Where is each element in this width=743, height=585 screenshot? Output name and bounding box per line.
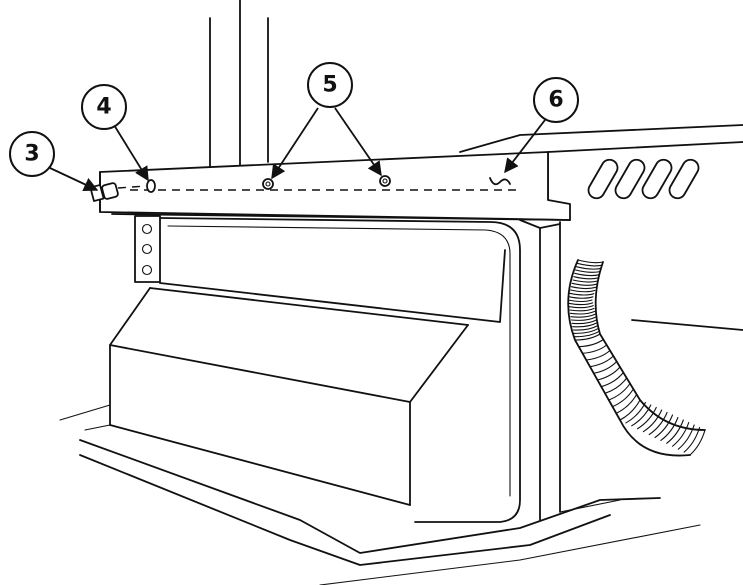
hose-ring (568, 302, 594, 306)
hose-ring (570, 286, 597, 290)
hose-ring (666, 419, 684, 444)
callout-4: 4 (81, 84, 127, 130)
hose-ring (571, 319, 598, 325)
hose-ring (573, 276, 599, 280)
side-bracket (134, 215, 161, 283)
hose-ring (589, 355, 614, 368)
hose-ring (569, 289, 596, 293)
hose-ring (648, 411, 668, 436)
hose-ring (575, 266, 602, 270)
hose-ring (615, 393, 638, 414)
callout-3: 3 (9, 131, 55, 177)
hose-ring (572, 279, 599, 283)
vent-slots (587, 158, 700, 200)
callout-label: 5 (322, 73, 337, 98)
hose-ring (677, 424, 695, 450)
hose-ring (608, 382, 631, 401)
hose-ring (625, 401, 646, 424)
hose-ring (581, 344, 608, 354)
hose-ring (642, 409, 663, 433)
hose-ring (596, 366, 621, 381)
hose-ring (567, 299, 593, 303)
base-plate (59, 404, 701, 585)
hose-ring (574, 269, 601, 273)
callout-5: 5 (307, 62, 353, 108)
hose-ring (577, 259, 604, 264)
hose-ring (572, 324, 599, 331)
hose-ring (631, 404, 652, 427)
hose-ring (568, 296, 594, 299)
washer-icon (146, 179, 156, 193)
hose-ring (636, 406, 657, 430)
tray-body (109, 249, 506, 506)
hose-ring (611, 388, 634, 408)
hose-ring (573, 330, 600, 338)
hose-ring (593, 360, 618, 374)
hose-ring (578, 338, 604, 348)
housing-frame (159, 217, 561, 523)
callout-label: 3 (24, 142, 39, 167)
hose-ring (574, 333, 601, 341)
hose-ring (576, 262, 603, 267)
callout-label: 4 (96, 95, 111, 120)
hose-ring (585, 349, 611, 361)
hose-ring (660, 416, 679, 441)
hose-ring (683, 426, 701, 453)
hose-ring (619, 399, 641, 421)
hose-ring (569, 292, 595, 296)
mounting-bar (99, 151, 571, 221)
hose-ring (600, 371, 624, 388)
hose-ring (569, 307, 595, 312)
hose-ring (570, 316, 597, 321)
hose-ring (568, 305, 594, 309)
hose-ring (671, 421, 690, 447)
hose-ring (604, 377, 628, 394)
hose-ring (574, 272, 600, 277)
hose-ring (573, 327, 600, 334)
hose-ring (572, 322, 598, 328)
mounting-hole-icon (262, 178, 274, 190)
corrugated-hose (567, 259, 706, 457)
mounting-hole-icon (379, 175, 391, 187)
clip-icon (489, 177, 511, 186)
callout-label: 6 (548, 88, 563, 113)
hose-ring (570, 313, 596, 318)
callout-leaders (49, 107, 546, 192)
hose-ring (654, 414, 674, 439)
hose-ring (569, 310, 596, 315)
hose-ring (689, 429, 706, 456)
callout-6: 6 (533, 77, 579, 123)
vertical-posts (209, 0, 269, 169)
hose-ring (571, 282, 598, 286)
